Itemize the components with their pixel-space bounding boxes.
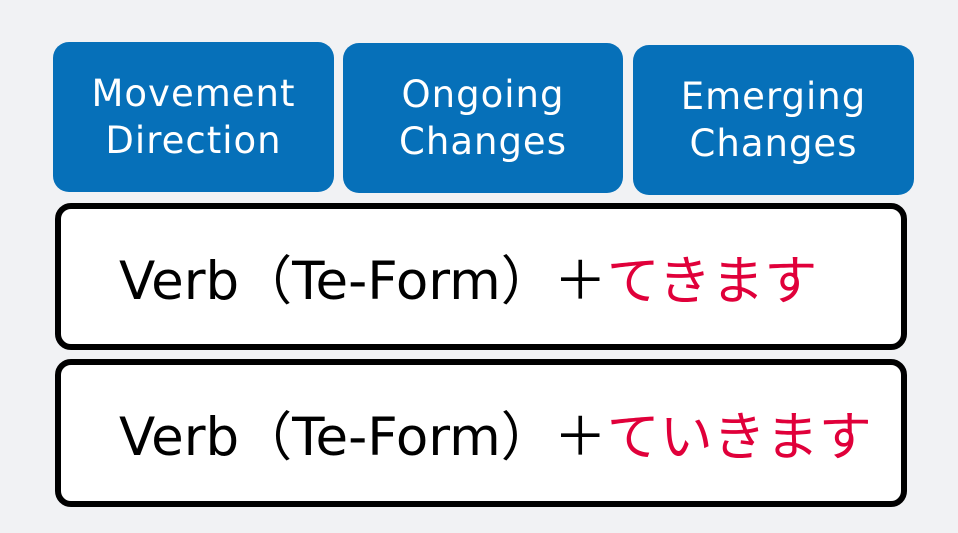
header-line-1: Emerging: [680, 75, 867, 118]
header-emerging-changes: Emerging Changes: [633, 45, 914, 195]
header-line-1: Ongoing: [401, 73, 565, 116]
header-ongoing-changes: Ongoing Changes: [343, 43, 623, 193]
header-line-2: Changes: [399, 120, 567, 163]
header-line-1: Movement: [91, 72, 296, 115]
formula-box-teikimasu: Verb（Te-Form）＋ていきます: [55, 359, 907, 507]
formula-box-tekimasu: Verb（Te-Form）＋てきます: [55, 203, 907, 350]
header-line-2: Direction: [105, 119, 282, 162]
formula-suffix: てきます: [606, 250, 818, 312]
header-movement-direction: Movement Direction: [53, 42, 334, 192]
header-line-2: Changes: [689, 122, 858, 165]
formula-base: Verb（Te-Form）＋: [119, 407, 607, 468]
formula-suffix: ていきます: [606, 407, 872, 468]
formula-base: Verb（Te-Form）＋: [119, 250, 607, 312]
